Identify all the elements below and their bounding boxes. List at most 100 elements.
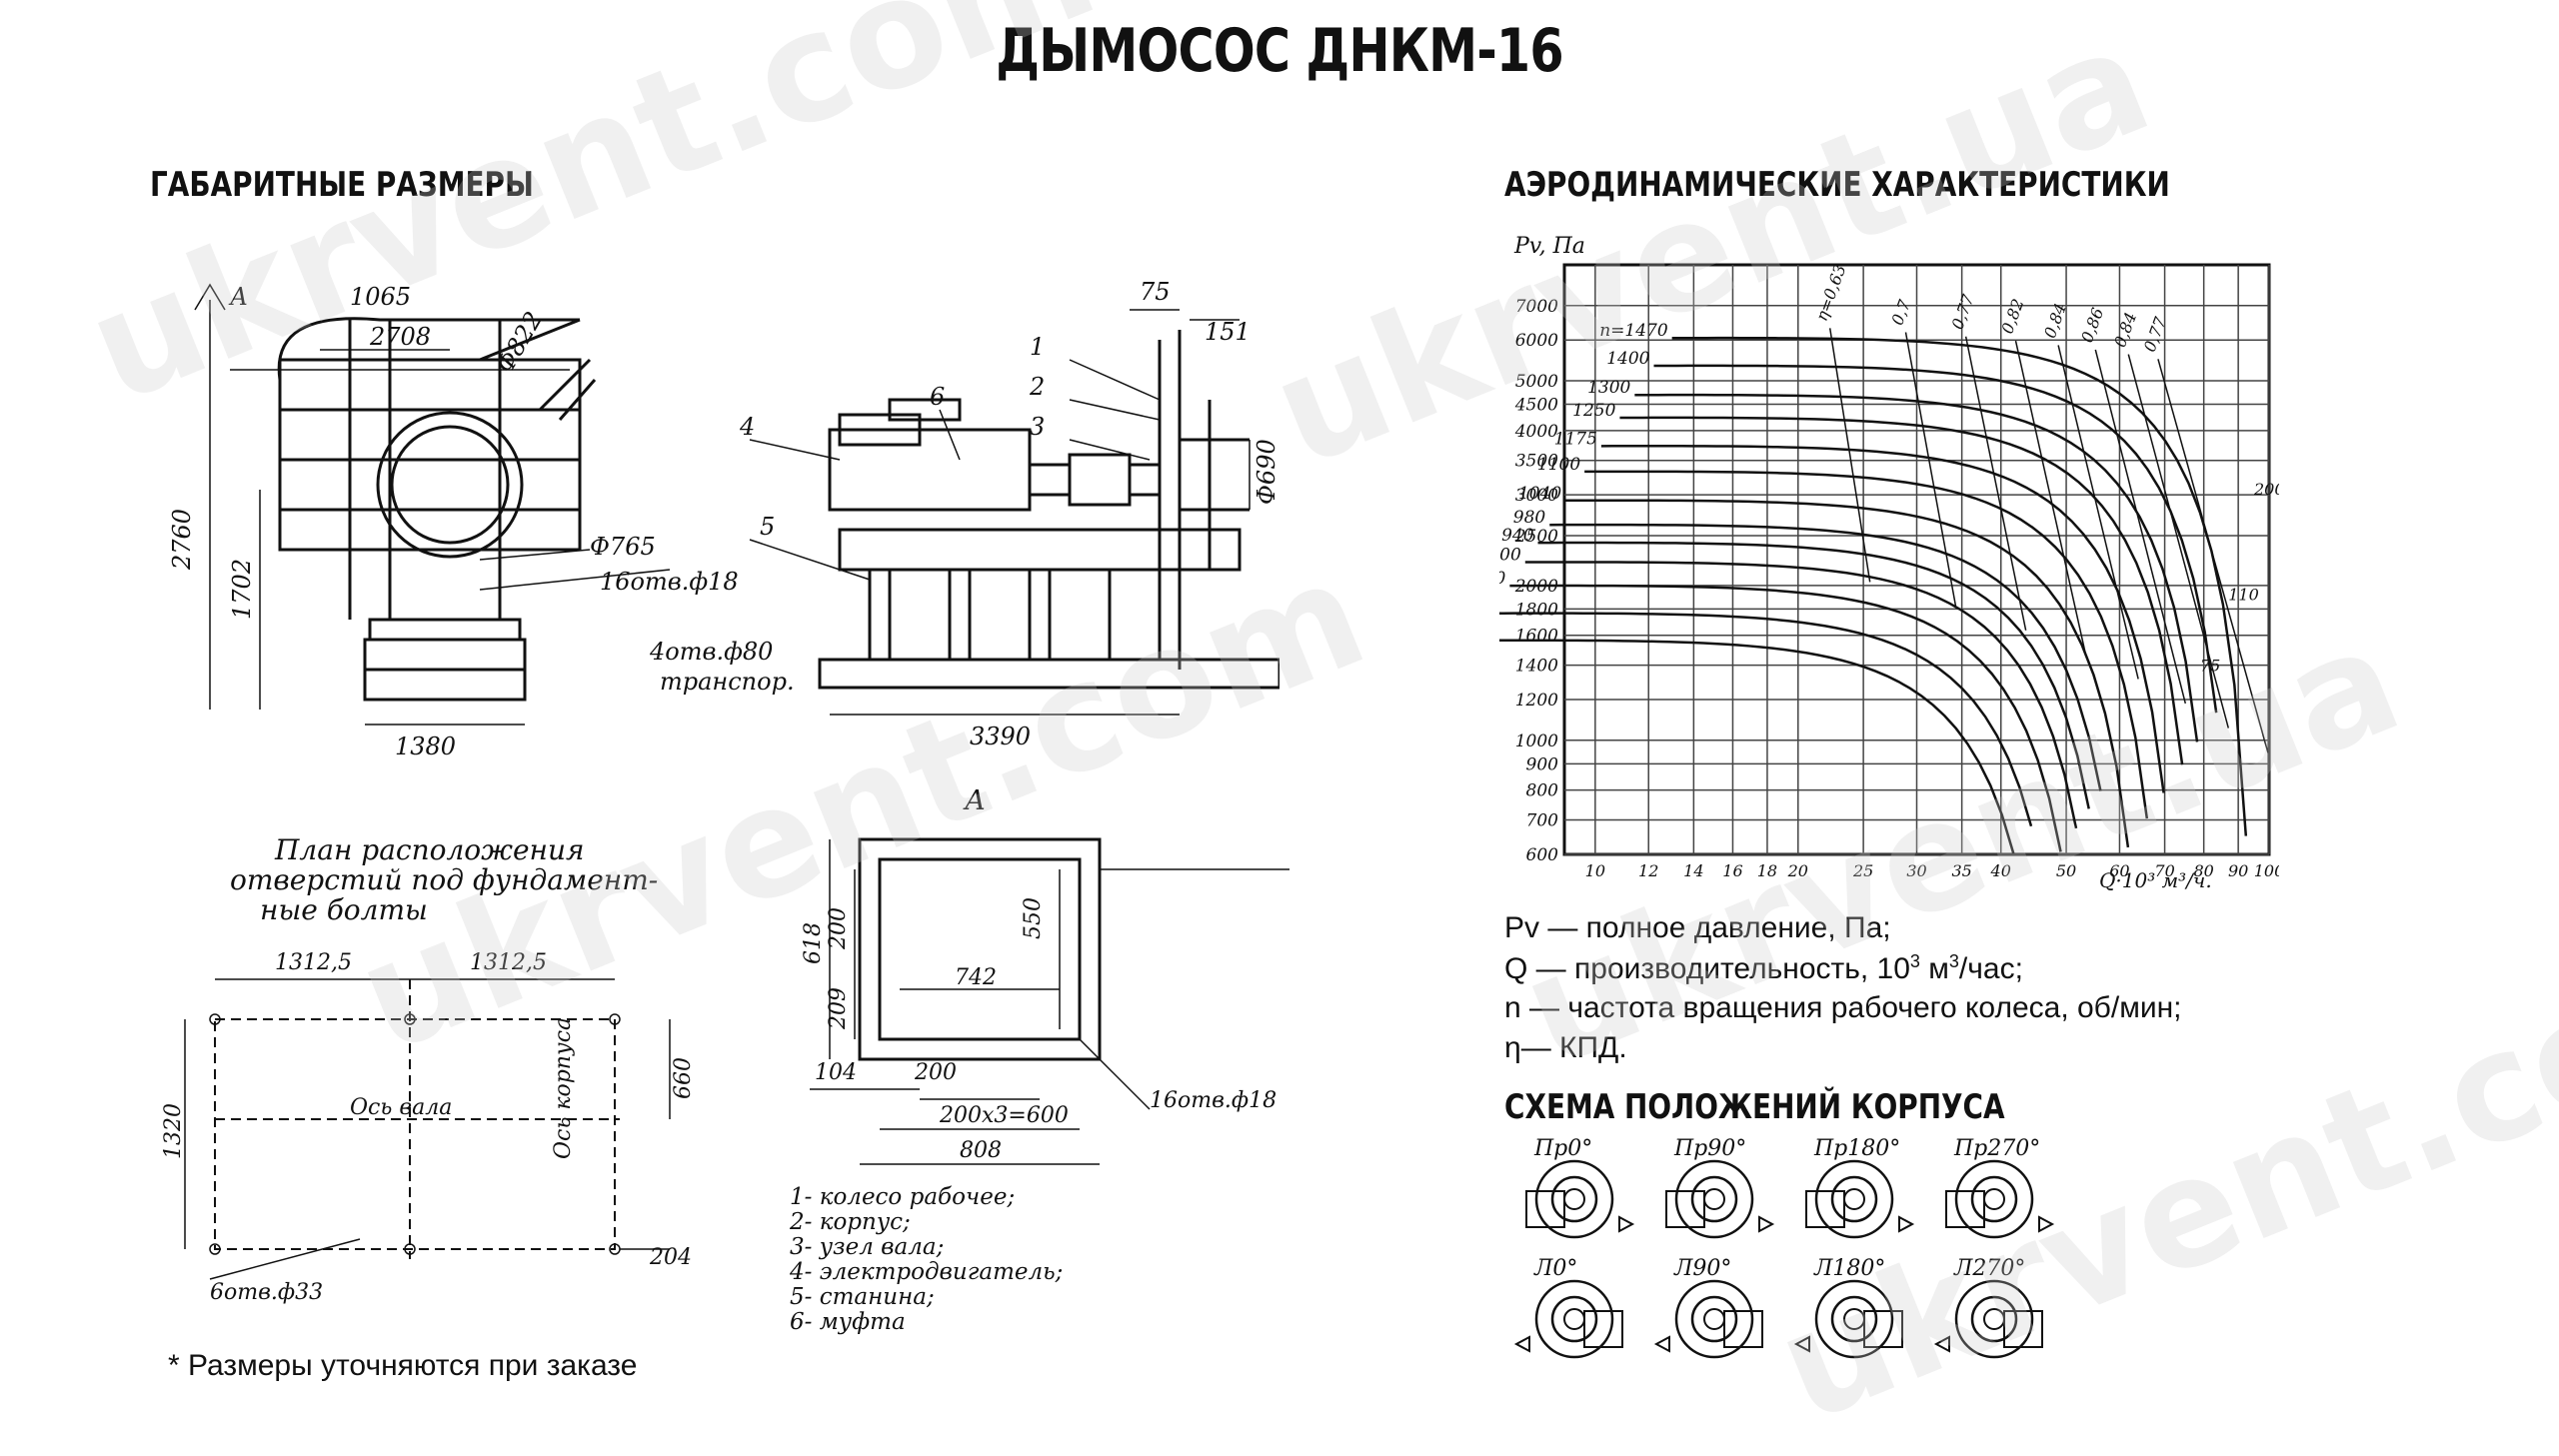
y-tick-label: 1800	[1515, 600, 1558, 620]
speed-curve	[1584, 470, 2149, 819]
position-label: Пр0°	[1533, 1136, 1592, 1161]
x-tick-label: 70	[2154, 861, 2174, 880]
part-label-6: 6	[930, 383, 945, 411]
speed-curve	[1671, 336, 2248, 836]
plan-dim-204: 204	[649, 1245, 692, 1270]
x-tick-label: 50	[2056, 861, 2076, 880]
legend-pv: Pv — полное давление, Па;	[1504, 911, 1891, 944]
y-tick-label: 1600	[1515, 627, 1558, 647]
legend-q: Q — производительность, 103 м3/час;	[1504, 951, 2023, 985]
x-tick-label: 100	[2254, 861, 2279, 880]
speed-label: 1250	[1572, 401, 1615, 421]
speed-curve	[1499, 612, 2033, 827]
part-label-3: 3	[1030, 413, 1045, 441]
efficiency-line	[2127, 354, 2230, 728]
speed-label: 1300	[1587, 378, 1630, 398]
y-tick-label: 1400	[1515, 657, 1558, 677]
speed-curve	[1619, 416, 2184, 765]
efficiency-line	[1904, 332, 1957, 607]
housing-position: Л180°	[1793, 1256, 1903, 1359]
fan-line-label: 110	[2228, 585, 2259, 604]
plan-holes-33: 6отв.ф33	[210, 1280, 323, 1305]
y-tick-label: 6000	[1515, 331, 1558, 351]
foundation-plan: План расположения отверстий под фундамен…	[161, 833, 696, 1305]
speed-curve	[1509, 584, 2062, 852]
x-tick-label: 35	[1951, 861, 1971, 880]
efficiency-label: 0,82	[1997, 296, 2027, 336]
y-tick-label: 1000	[1515, 731, 1558, 751]
speed-label: 1100	[1537, 455, 1580, 475]
efficiency-line	[1828, 328, 1871, 583]
x-tick-label: 30	[1906, 861, 1926, 880]
speed-label: 940	[1501, 526, 1534, 546]
x-tick-label: 16	[1722, 861, 1742, 880]
dim-1065: 1065	[350, 283, 411, 311]
y-tick-label: 3500	[1515, 452, 1558, 472]
speed-curve	[1524, 561, 2078, 829]
x-tick-label: 60	[2109, 861, 2129, 880]
position-label: Л270°	[1953, 1256, 2025, 1281]
speed-curve	[1549, 523, 2102, 791]
efficiency-label: 0,77	[2140, 314, 2170, 355]
speed-curve	[1600, 445, 2165, 793]
speed-label: 1400	[1606, 349, 1649, 369]
heading-dimensions: ГАБАРИТНЫЕ РАЗМЕРЫ	[150, 165, 534, 205]
x-tick-label: 80	[2193, 861, 2213, 880]
housing-position: Л0°	[1513, 1256, 1623, 1359]
parts-list-item: 6- муфта	[790, 1309, 906, 1335]
page-title: ДЫМОСОС ДНКМ-16	[996, 16, 1563, 86]
flange-dim-618: 618	[801, 922, 826, 964]
housing-position: Л90°	[1653, 1256, 1763, 1359]
dim-151: 151	[1205, 318, 1251, 346]
plan-caption-1: План расположения	[274, 833, 585, 866]
flange-dim-104: 104	[815, 1060, 857, 1085]
flange-dim-600: 200х3=600	[939, 1103, 1069, 1128]
y-tick-label: 4500	[1514, 396, 1558, 416]
heading-aero: АЭРОДИНАМИЧЕСКИЕ ХАРАКТЕРИСТИКИ	[1504, 165, 2170, 205]
efficiency-label: η=0,63	[1812, 262, 1850, 324]
holes-18: 16отв.ф18	[600, 568, 739, 596]
view-arrow-label: А	[228, 283, 248, 311]
efficiency-line	[1964, 336, 2027, 631]
y-tick-label: 5000	[1515, 372, 1558, 392]
position-label: Л90°	[1673, 1256, 1731, 1281]
speed-label: 1175	[1554, 429, 1597, 449]
y-tick-label: 900	[1526, 754, 1559, 774]
parts-list-item: 5- станина;	[790, 1284, 935, 1310]
efficiency-label: 0,86	[2077, 305, 2107, 345]
dim-1380: 1380	[395, 732, 456, 760]
position-label: Пр180°	[1813, 1136, 1900, 1161]
speed-curve	[1634, 393, 2199, 742]
speed-label: 980	[1513, 508, 1546, 528]
part-label-2: 2	[1029, 373, 1045, 401]
part-label-5: 5	[760, 513, 775, 541]
position-label: Пр90°	[1673, 1136, 1746, 1161]
axis-shaft-label: Ось вала	[350, 1095, 452, 1120]
plan-dim-660: 660	[671, 1057, 696, 1099]
speed-label: 850	[1499, 569, 1506, 589]
footnote: * Размеры уточняются при заказе	[168, 1349, 638, 1382]
efficiency-line	[2014, 340, 2087, 656]
y-tick-label: 1200	[1515, 691, 1558, 711]
housing-positions: Пр0°Пр90°Пр180°Пр270°Л0°Л90°Л180°Л270°	[1513, 1136, 2055, 1359]
speed-label: n=1470	[1599, 321, 1668, 341]
y-tick-label: 7000	[1515, 297, 1558, 317]
position-label: Л0°	[1533, 1256, 1577, 1281]
flange-view: А 618 200 209 550 742 104 200 200х3=600 …	[801, 789, 1289, 1165]
efficiency-label: 0,77	[1948, 291, 1978, 332]
efficiency-line	[2094, 349, 2187, 705]
dim-2760: 2760	[168, 509, 196, 571]
position-label: Л180°	[1813, 1256, 1885, 1281]
axis-case-label: Ось корпуса	[551, 1017, 576, 1159]
x-tick-label: 20	[1787, 861, 1808, 880]
parts-list-item: 4- электродвигатель;	[789, 1259, 1063, 1285]
x-tick-label: 90	[2228, 861, 2248, 880]
speed-label: 900	[1499, 546, 1521, 566]
flange-dim-209: 209	[826, 987, 851, 1030]
parts-list-item: 2- корпус;	[789, 1209, 911, 1235]
y-tick-label: 600	[1526, 845, 1559, 865]
plan-dim-1312b: 1312,5	[470, 950, 547, 975]
speed-curve	[1499, 639, 2015, 854]
chart-xlabel: Q·10³ м³/ч.	[2099, 868, 2212, 892]
plan-caption-2: отверстий под фундамент-	[230, 863, 658, 896]
